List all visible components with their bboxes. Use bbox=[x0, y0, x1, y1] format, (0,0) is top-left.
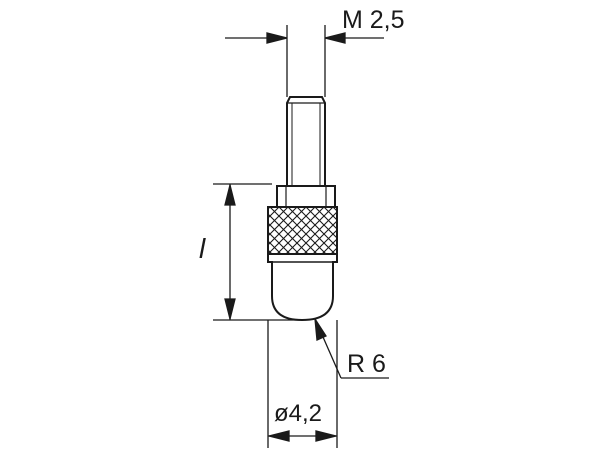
arrow-head bbox=[315, 430, 337, 442]
diameter-label: ø4,2 bbox=[274, 400, 322, 427]
collar bbox=[276, 185, 336, 207]
arrow-head bbox=[314, 318, 327, 341]
diameter-dimension bbox=[267, 320, 338, 448]
threaded-stem bbox=[286, 96, 326, 186]
length-dimension bbox=[213, 183, 300, 321]
arrow-head bbox=[266, 32, 288, 44]
arrow-head bbox=[268, 430, 290, 442]
arrow-head bbox=[224, 184, 236, 206]
arrow-head bbox=[224, 298, 236, 320]
radius-label: R 6 bbox=[347, 350, 386, 378]
length-label: l bbox=[199, 233, 206, 264]
arrow-head bbox=[324, 32, 346, 44]
tip-body bbox=[267, 254, 338, 322]
thread-label: M 2,5 bbox=[342, 6, 405, 34]
knurled-section bbox=[267, 206, 338, 255]
dimension-lines bbox=[213, 25, 389, 448]
thread-dimension bbox=[225, 25, 384, 97]
part-body bbox=[267, 96, 338, 322]
